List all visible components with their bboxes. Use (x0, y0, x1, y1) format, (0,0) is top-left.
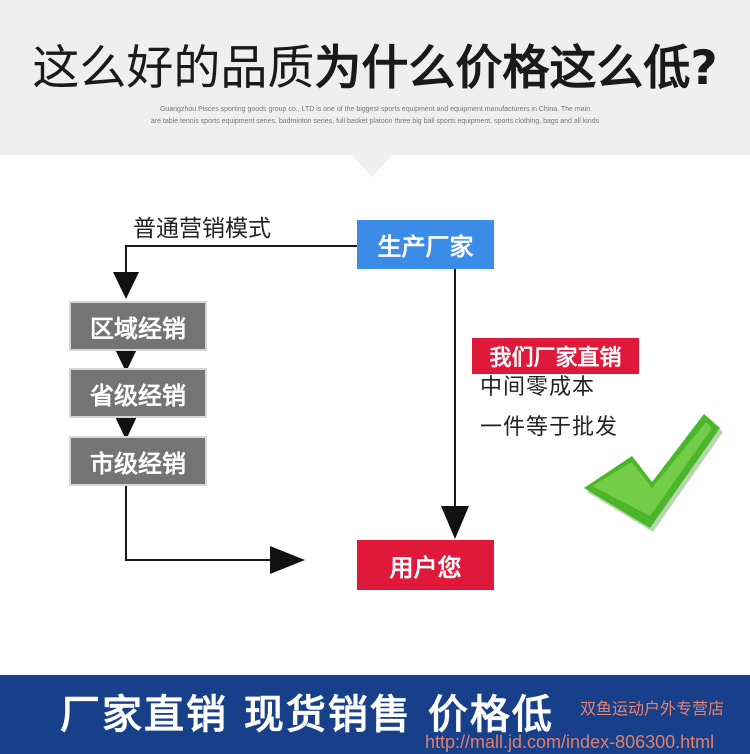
connector-normal-path (125, 245, 357, 290)
subtitle-line-1: Guangzhou Pisces sporting goods group co… (159, 106, 591, 113)
watermark-url[interactable]: http://mall.jd.com/index-806300.html (425, 732, 715, 752)
note-wholesale: 一件等于批发 (480, 415, 619, 440)
header-notch (352, 155, 392, 177)
normal-marketing-label: 普通营销模式 (133, 216, 271, 242)
connector-city-to-user (125, 484, 283, 561)
footer-band: 厂家直销 现货销售 价格低 双鱼运动户外专营店 http://mall.jd.c… (0, 675, 750, 754)
provincial-dealer-box: 省级经销 (69, 368, 207, 418)
producer-box: 生产厂家 (357, 220, 494, 269)
note-zero-cost: 中间零成本 (480, 375, 596, 400)
subtitle-line-2: are table tennis sports equipment series… (150, 118, 600, 125)
page-title: 这么好的品质为什么价格这么低? (0, 38, 750, 100)
watermark-shop-name: 双鱼运动户外专营店 (580, 699, 725, 718)
checkmark-icon (584, 414, 723, 532)
arrow-to-regional (113, 272, 139, 299)
arrow-to-user-left (270, 546, 305, 574)
arrow-to-user-bottom (441, 506, 469, 539)
subtitle: Guangzhou Pisces sporting goods group co… (0, 104, 750, 128)
title-light-part: 这么好的品质 (32, 41, 315, 96)
header-band (0, 0, 750, 155)
regional-dealer-box: 区域经销 (69, 301, 207, 351)
user-box: 用户您 (357, 540, 494, 590)
title-bold-part: 为什么价格这么低? (314, 41, 718, 96)
city-dealer-box: 市级经销 (69, 436, 207, 486)
footer-slogan: 厂家直销 现货销售 价格低 (60, 692, 554, 738)
direct-sale-badge: 我们厂家直销 (472, 338, 639, 374)
